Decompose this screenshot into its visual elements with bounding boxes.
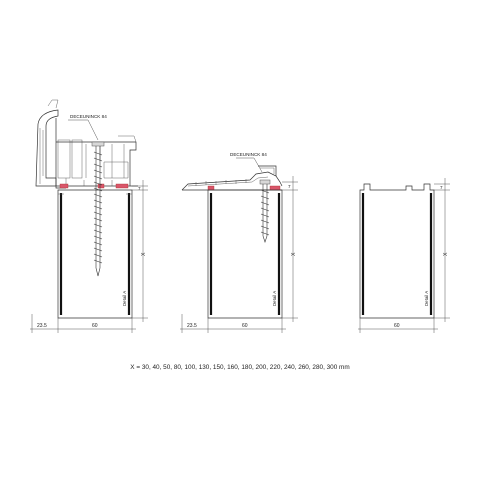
dim-7-1: 7 bbox=[138, 186, 141, 191]
size-formula: X = 30, 40, 50, 80, 100, 130, 150, 160, … bbox=[130, 364, 350, 371]
dim-60-2: 60 bbox=[242, 323, 248, 329]
detail-label-1: Detail A bbox=[122, 291, 127, 306]
section-3: Detail A 7 X 60 bbox=[358, 178, 450, 333]
screw-2 bbox=[259, 179, 271, 243]
section-1: DECEUNINCK 84 Detail A 7 X 23.5 60 bbox=[30, 99, 148, 333]
dim-x-1: X bbox=[141, 252, 147, 256]
seal-right bbox=[115, 183, 129, 189]
brand-label-2: DECEUNINCK 84 bbox=[230, 152, 267, 157]
dim-60-1: 60 bbox=[92, 323, 98, 329]
detail-label-3: Detail A bbox=[424, 291, 429, 306]
dim-7-3: 7 bbox=[440, 185, 443, 190]
brand-leader-2 bbox=[236, 157, 263, 173]
seal-left bbox=[59, 183, 69, 189]
dims-3: 7 X 60 bbox=[358, 178, 450, 333]
board-1: Detail A bbox=[57, 189, 133, 319]
board-2: Detail A bbox=[207, 189, 283, 319]
dim-x-3: X bbox=[443, 252, 449, 256]
detail-label-2: Detail A bbox=[272, 291, 277, 306]
dim-7-2: 7 bbox=[288, 184, 291, 189]
seal-mid bbox=[97, 183, 105, 189]
screw-1 bbox=[91, 141, 105, 277]
dim-60-3: 60 bbox=[394, 323, 400, 329]
brand-label-1: DECEUNINCK 84 bbox=[70, 114, 107, 119]
dim-23-1: 23.5 bbox=[37, 323, 47, 329]
dim-x-2: X bbox=[291, 252, 297, 256]
section-2: DECEUNINCK 84 Detail A 7 X 23.5 60 bbox=[180, 152, 298, 333]
seal-2b bbox=[269, 185, 281, 191]
brand-leader-1 bbox=[68, 119, 99, 141]
dim-23-2: 23.5 bbox=[187, 323, 197, 329]
dims-1: 7 X 23.5 60 bbox=[30, 180, 148, 333]
seal-2a bbox=[207, 185, 215, 191]
dims-2: 7 X 23.5 60 bbox=[180, 176, 298, 333]
board-3: Detail A bbox=[359, 183, 435, 319]
